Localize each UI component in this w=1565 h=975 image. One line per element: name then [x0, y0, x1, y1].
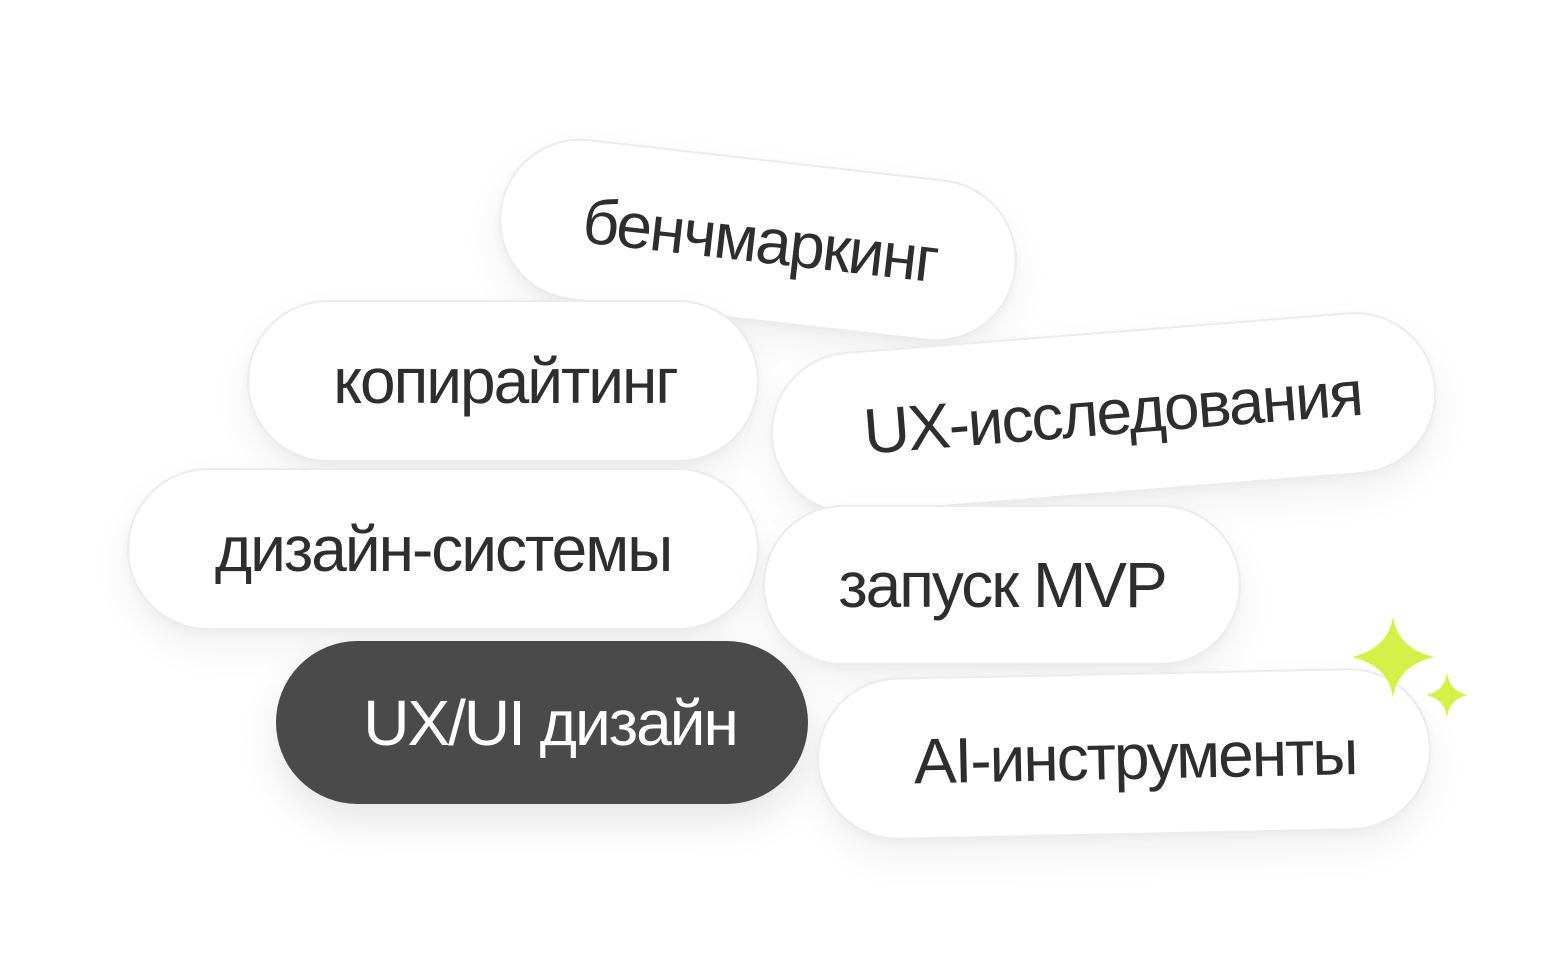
- sparkle-small-icon: [1426, 672, 1468, 718]
- tag-ux-research[interactable]: UX-исследования: [764, 306, 1443, 520]
- sparkle-icon: [1352, 616, 1468, 718]
- tag-ux-ui-design-selected[interactable]: UX/UI дизайн: [276, 641, 808, 804]
- tag-label: UX-исследования: [860, 356, 1365, 468]
- tag-copywriting[interactable]: копирайтинг: [247, 300, 759, 462]
- tag-label: копирайтинг: [333, 345, 678, 417]
- tag-label: AI-инструменты: [913, 716, 1358, 798]
- tag-label: бенчмаркинг: [579, 184, 941, 297]
- sparkle-large-icon: [1352, 616, 1434, 698]
- tag-label: запуск MVP: [838, 549, 1167, 621]
- tag-mvp-launch[interactable]: запуск MVP: [763, 505, 1241, 665]
- tag-label: дизайн-системы: [214, 513, 673, 585]
- tag-design-systems[interactable]: дизайн-системы: [127, 468, 759, 630]
- tag-ai-tools[interactable]: AI-инструменты: [815, 666, 1433, 842]
- tag-label: UX/UI дизайн: [363, 686, 739, 759]
